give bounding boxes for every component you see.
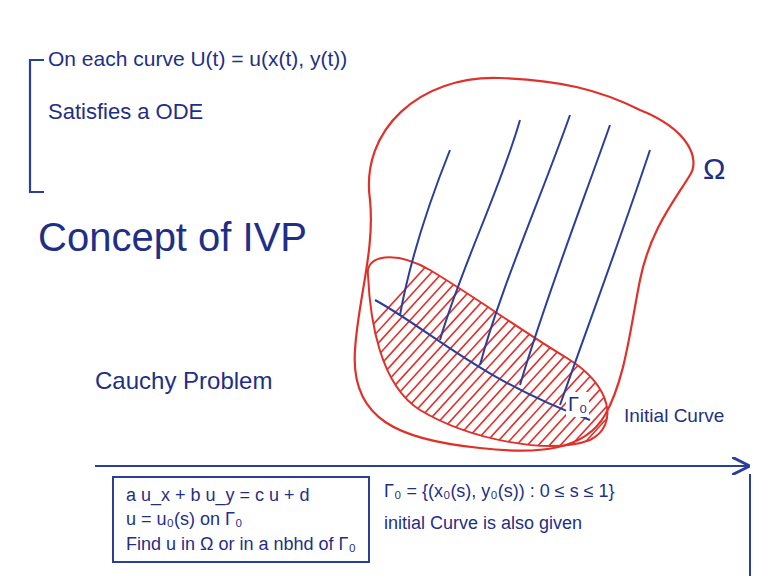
note-text: Γ₀: [566, 392, 589, 417]
note-text: Ω: [703, 150, 725, 188]
hatch-line: [371, 240, 571, 460]
hatch-line: [305, 240, 505, 460]
hatch-line: [393, 240, 593, 460]
hatch-line: [316, 240, 516, 460]
hatch-line: [569, 240, 762, 460]
hatch-line: [624, 240, 762, 460]
hatch-line: [382, 240, 582, 460]
hatch-line: [492, 240, 692, 460]
hatch-line: [525, 240, 725, 460]
hatching: [250, 240, 762, 460]
note-text: Initial Curve: [624, 404, 724, 428]
hatch-line: [404, 240, 604, 460]
note-text: Γ₀ = {(x₀(s), y₀(s)) : 0 ≤ s ≤ 1}: [384, 480, 615, 503]
hatch-line: [657, 240, 762, 460]
hatch-line: [514, 240, 714, 460]
hatch-line: [426, 240, 626, 460]
domain-outline: [355, 78, 694, 451]
hatch-line: [602, 240, 762, 460]
hatch-line: [536, 240, 736, 460]
bracket: [30, 60, 44, 192]
curve: [440, 120, 520, 340]
curve: [560, 150, 650, 405]
initial-curve: [375, 300, 590, 420]
hatch-line: [327, 240, 527, 460]
curve: [480, 115, 570, 365]
hatch-line: [591, 240, 762, 460]
hatch-line: [349, 240, 549, 460]
hatch-line: [470, 240, 670, 460]
heading-text: Concept of IVP: [38, 212, 307, 262]
frame-line: [749, 474, 751, 576]
note-text: initial Curve is also given: [384, 512, 614, 535]
hatch-line: [261, 240, 461, 460]
hatch-line: [547, 240, 747, 460]
hatch-line: [613, 240, 762, 460]
equation-text: u = u₀(s) on Γ₀: [126, 507, 356, 531]
hatch-line: [668, 240, 762, 460]
equation-text: Find u in Ω or in a nbhd of Γ₀: [126, 532, 356, 556]
equation-box: a u_x + b u_y = c u + du = u₀(s) on Γ₀Fi…: [112, 476, 370, 563]
hatch-line: [272, 240, 472, 460]
hatch-line: [646, 240, 762, 460]
equation-text: a u_x + b u_y = c u + d: [126, 483, 356, 507]
hatch-line: [415, 240, 615, 460]
characteristic-curves: [400, 115, 650, 405]
note-text: Cauchy Problem: [95, 366, 272, 396]
curve: [400, 150, 450, 315]
note-text: Satisfies a ODE: [48, 98, 203, 126]
curve: [520, 125, 610, 385]
hatch-line: [503, 240, 703, 460]
hatch-line: [635, 240, 762, 460]
hatch-line: [459, 240, 659, 460]
note-text: On each curve U(t) = u(x(t), y(t)): [48, 46, 347, 72]
divider-line: [95, 465, 748, 467]
hatch-line: [448, 240, 648, 460]
hatch-line: [679, 240, 762, 460]
hatch-line: [338, 240, 538, 460]
hatch-line: [558, 240, 758, 460]
hatch-line: [250, 240, 450, 460]
